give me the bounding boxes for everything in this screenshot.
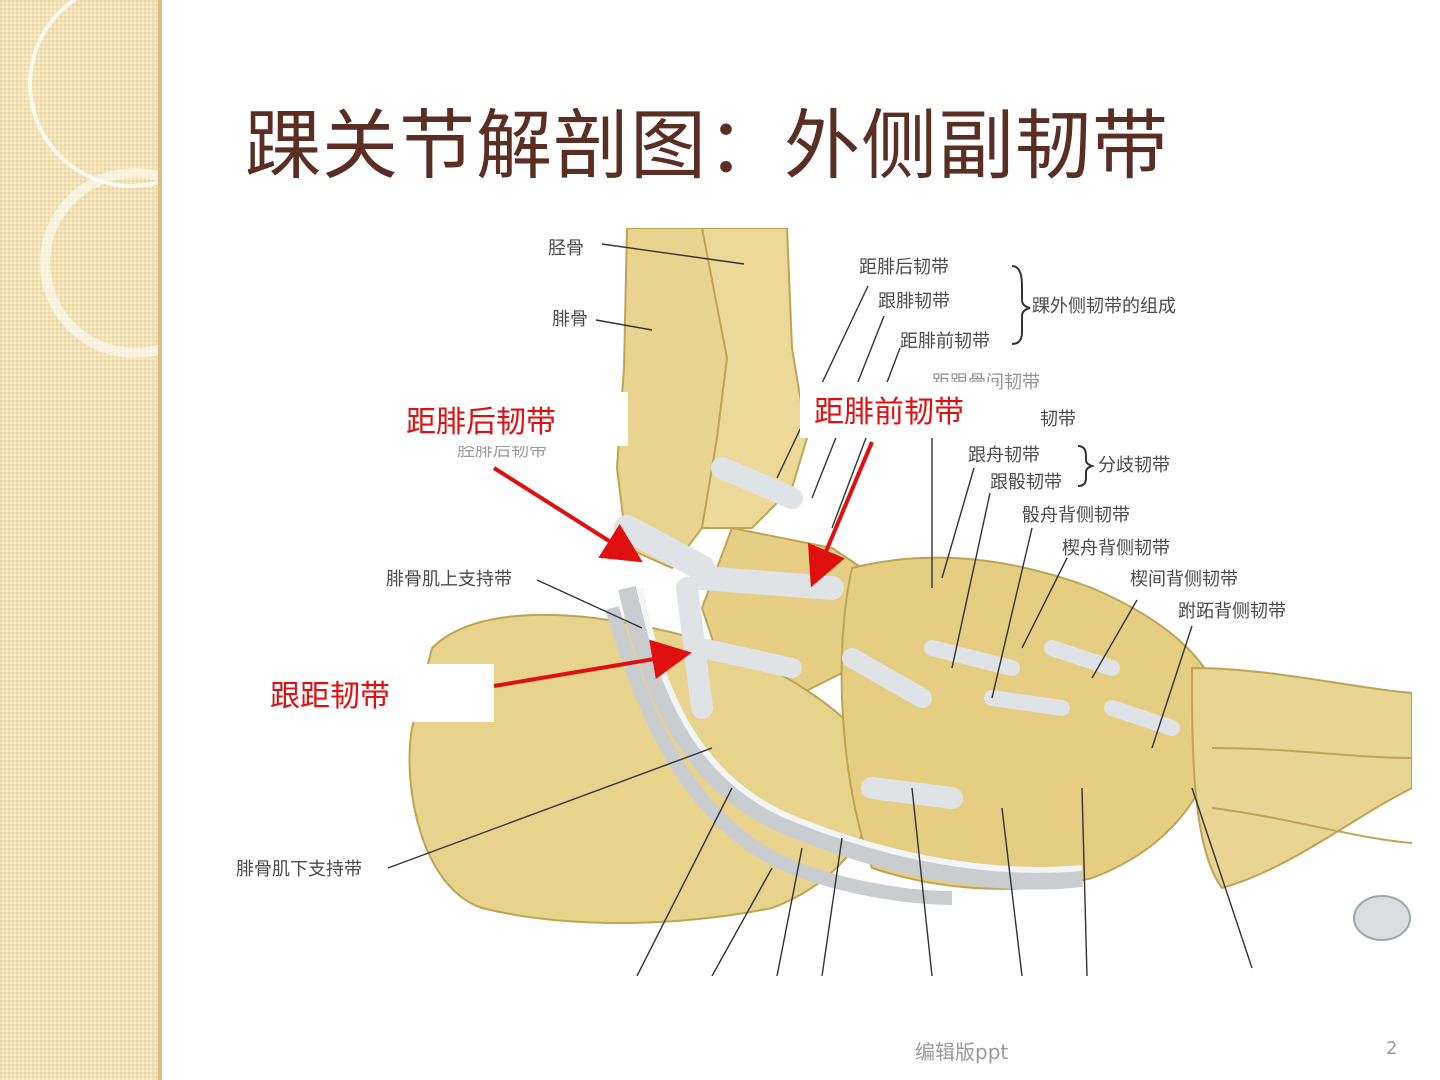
- peroneal-tendons: [605, 586, 1083, 905]
- annotation-box-talocalcaneal: [266, 664, 494, 722]
- footer-text: 编辑版ppt: [915, 1040, 1009, 1064]
- label-fibula: 腓骨: [552, 309, 588, 330]
- ankle-anatomy-figure: 胫骨 腓骨 距腓后韧带 跟腓韧带 距腓前韧带 踝外侧韧带的组成 距跟骨间韧带 韧…: [232, 228, 1412, 976]
- ligaments: [614, 457, 1180, 809]
- annotation-arrow-ant: [807, 441, 874, 588]
- label-partial-2: 韧带: [1040, 409, 1076, 430]
- label-dorsal-cuneonavicular: 楔舟背侧韧带: [1062, 538, 1170, 559]
- bifurcate-bracket: [1077, 445, 1096, 487]
- leader-lines: [387, 243, 1253, 976]
- annotation-post-talofibular: 距腓后韧带: [406, 405, 556, 440]
- label-ant-talofibular: 距腓前韧带: [900, 331, 990, 352]
- label-calcaneonavicular: 跟舟韧带: [968, 445, 1040, 466]
- annotations: 距腓后韧带 距腓前韧带 跟距韧带: [266, 382, 996, 722]
- annotation-arrow-talocalcaneal: [493, 639, 692, 688]
- label-dorsal-intercuneiform: 楔间背侧韧带: [1130, 569, 1238, 590]
- label-dorsal-cuboideonavicular: 骰舟背侧韧带: [1022, 505, 1130, 526]
- anterior-tibiofibular-ligament: [711, 457, 803, 509]
- metatarsal-bones: [1190, 666, 1412, 890]
- decorative-ring: [40, 168, 160, 358]
- decorative-ring: [28, 0, 160, 188]
- label-calcaneocuboid: 跟骰韧带: [990, 472, 1062, 493]
- label-sup-peroneal-retinaculum: 腓骨肌上支持带: [386, 569, 512, 590]
- slide-title: 踝关节解剖图：外侧副韧带: [245, 101, 1169, 190]
- annotation-box-post: [402, 392, 628, 446]
- annotation-box-ant: [800, 382, 996, 438]
- bifurcate-ligament: [842, 648, 932, 708]
- talocalcaneal-ligament: [692, 638, 802, 678]
- dorsal-midfoot-ligaments: [924, 640, 1180, 736]
- label-tibia: 胫骨: [548, 238, 584, 259]
- figure-labels: 胫骨 腓骨 距腓后韧带 跟腓韧带 距腓前韧带 踝外侧韧带的组成 距跟骨间韧带 韧…: [236, 238, 1286, 880]
- lateral-group-bracket: [1011, 265, 1031, 345]
- annotation-arrow-post: [492, 466, 643, 563]
- tibia-bone: [700, 228, 809, 529]
- anterior-talofibular-ligament: [690, 566, 844, 600]
- label-dorsal-tarsometatarsal: 跗跖背侧韧带: [1178, 601, 1286, 622]
- ankle-illustration: 胫骨 腓骨 距腓后韧带 跟腓韧带 距腓前韧带 踝外侧韧带的组成 距跟骨间韧带 韧…: [236, 228, 1412, 976]
- label-post-talofibular: 距腓后韧带: [859, 257, 949, 278]
- annotation-ant-talofibular: 距腓前韧带: [814, 395, 964, 430]
- label-lateral-group: 踝外侧韧带的组成: [1032, 296, 1176, 317]
- sidebar-decoration: [0, 0, 160, 1080]
- label-calcaneofibular: 跟腓韧带: [878, 291, 950, 312]
- label-inf-peroneal-retinaculum: 腓骨肌下支持带: [236, 859, 362, 880]
- label-bifurcate: 分歧韧带: [1098, 455, 1170, 476]
- sidebar-edge: [158, 0, 162, 1080]
- annotation-talocalcaneal: 跟距韧带: [270, 679, 390, 714]
- page-number: 2: [1386, 1038, 1398, 1059]
